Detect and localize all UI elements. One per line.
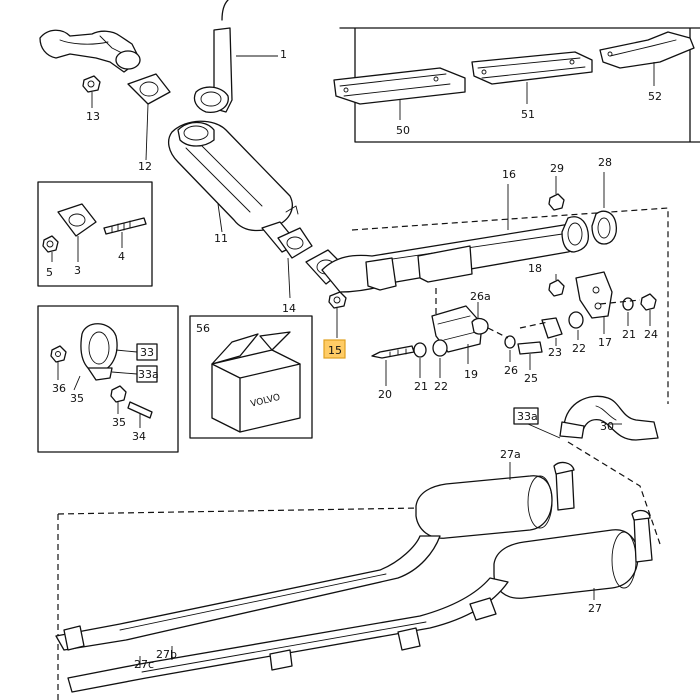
label-25: 25 [524,372,538,385]
label-33: 33 [140,346,154,359]
label-16: 16 [502,168,516,181]
bracket-17 [575,271,613,319]
label-19: 19 [464,368,478,381]
catalytic-converter-11 [167,120,299,253]
intermediate-pipe-16 [321,216,590,293]
clamp-28 [591,210,618,245]
heat-shield-50 [333,67,466,105]
label-22b: 22 [572,342,586,355]
label-26: 26 [504,364,518,377]
label-50: 50 [396,124,410,137]
nut-29 [548,193,565,211]
label-12: 12 [138,160,152,173]
label-3: 3 [74,264,81,277]
exhaust-pipe-1 [193,0,233,113]
label-21b: 21 [622,328,636,341]
label-15: 15 [328,344,342,357]
clamps-27b-27c [63,597,497,671]
rubber-26a [471,317,489,335]
spacer-22-right [568,311,584,329]
rear-silencer-27 [67,509,653,693]
label-1: 1 [280,48,287,61]
label-33a: 33a [138,368,159,381]
inset-kit-box: 56 VOLVO [189,315,313,439]
inset-clamp-kit: 33 33a 36 35 35 34 [37,305,179,453]
label-23: 23 [548,346,562,359]
nut-26 [504,335,516,349]
bolt-20 [371,345,415,359]
label-17: 17 [598,336,612,349]
label-18: 18 [528,262,542,275]
label-27b: 27b [156,648,177,661]
washer-21-left [413,342,427,358]
label-30: 30 [600,420,614,433]
label-33a-lower: 33a [517,410,538,423]
label-27c: 27c [134,658,154,671]
washer-21-right [622,297,634,311]
spacer-22-left [432,339,448,357]
label-26a: 26a [470,290,491,303]
label-29: 29 [550,162,564,175]
label-24: 24 [644,328,658,341]
label-14: 14 [282,302,296,315]
label-4: 4 [118,250,125,263]
bracket-19 [431,305,483,353]
inset-flange-kit: 5 3 4 [37,181,153,287]
label-51: 51 [521,108,535,121]
rear-silencer-27a [55,461,575,651]
label-36: 36 [52,382,66,395]
heat-shield-52 [599,31,695,69]
label-35b: 35 [112,416,126,429]
label-35a: 35 [70,392,84,405]
label-20: 20 [378,388,392,401]
nut-15 [328,291,347,309]
label-52: 52 [648,90,662,103]
nut-18 [548,279,565,297]
inset-heat-shields: 50 51 52 [333,27,700,143]
heat-shield-51 [471,51,593,85]
spacer-23 [541,317,563,339]
highlight-box-15 [323,339,346,359]
label-27a: 27a [500,448,521,461]
nut-24 [640,293,657,311]
tail-pipe-30 [559,395,659,441]
label-34: 34 [132,430,146,443]
label-22a: 22 [434,380,448,393]
label-28: 28 [598,156,612,169]
label-27: 27 [588,602,602,615]
label-13: 13 [86,110,100,123]
nut-13 [82,75,101,93]
label-5: 5 [46,266,53,279]
label-11: 11 [214,232,228,245]
gasket-12 [127,73,171,105]
bolt-25 [517,341,543,355]
exhaust-manifold [39,29,141,73]
label-21a: 21 [414,380,428,393]
label-56: 56 [196,322,210,335]
